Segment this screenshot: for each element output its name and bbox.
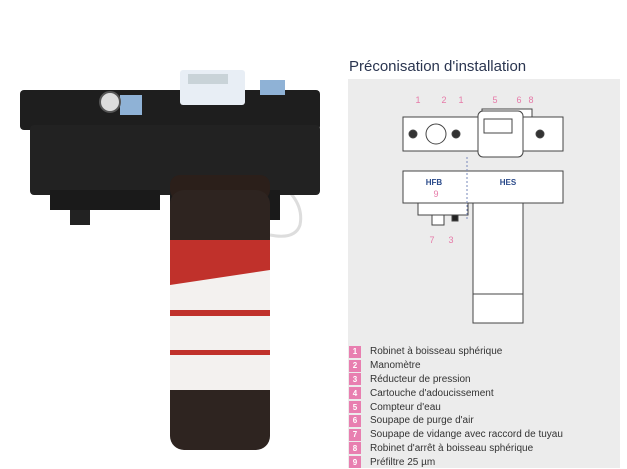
list-item: 5 Compteur d'eau	[349, 400, 563, 414]
list-item: 8 Robinet d'arrêt à boisseau sphérique	[349, 442, 563, 456]
installation-diagram: 1 2 1 5 6 8 HFB HES 9 7 3	[402, 95, 564, 324]
callout-8: 8	[528, 95, 533, 105]
list-item: 6 Soupape de purge d'air	[349, 414, 563, 428]
callout-7: 7	[429, 235, 434, 245]
callout-5: 5	[492, 95, 497, 105]
legend-label: Réducteur de pression	[370, 373, 471, 385]
legend-badge: 6	[349, 414, 361, 427]
legend-badge: 3	[349, 373, 361, 386]
product-photo	[20, 70, 320, 450]
legend-badge: 9	[349, 456, 361, 469]
callout-9: 9	[433, 189, 438, 199]
legend-list: 1 Robinet à boisseau sphérique 2 Manomètre…	[349, 345, 563, 469]
callout-1: 1	[415, 95, 420, 105]
list-item: 2 Manomètre	[349, 359, 563, 373]
list-item: 3 Réducteur de pression	[349, 373, 563, 387]
legend-badge: 2	[349, 359, 361, 372]
legend-label: Robinet d'arrêt à boisseau sphérique	[370, 442, 534, 454]
callout-1b: 1	[458, 95, 463, 105]
legend-label: Cartouche d'adoucissement	[370, 387, 494, 399]
zone-hes: HES	[500, 178, 517, 187]
legend-label: Soupape de vidange avec raccord de tuyau	[370, 429, 563, 441]
list-item: 1 Robinet à boisseau sphérique	[349, 345, 563, 359]
list-item: 4 Cartouche d'adoucissement	[349, 386, 563, 400]
list-item: 7 Soupape de vidange avec raccord de tuya…	[349, 428, 563, 442]
legend-label: Manomètre	[370, 360, 421, 372]
legend-badge: 8	[349, 442, 361, 455]
legend-badge: 5	[349, 401, 361, 414]
zone-hfb: HFB	[426, 178, 443, 187]
list-item: 9 Préfiltre 25 µm	[349, 455, 563, 469]
callout-6: 6	[516, 95, 521, 105]
legend-label: Compteur d'eau	[370, 401, 441, 413]
legend-badge: 1	[349, 345, 361, 358]
legend-badge: 4	[349, 387, 361, 400]
legend-label: Robinet à boisseau sphérique	[370, 346, 503, 358]
callout-3: 3	[448, 235, 453, 245]
legend-label: Soupape de purge d'air	[370, 415, 474, 427]
legend-badge: 7	[349, 428, 361, 441]
callout-2: 2	[441, 95, 446, 105]
legend-label: Préfiltre 25 µm	[370, 456, 436, 468]
section-title: Préconisation d'installation	[349, 58, 527, 75]
